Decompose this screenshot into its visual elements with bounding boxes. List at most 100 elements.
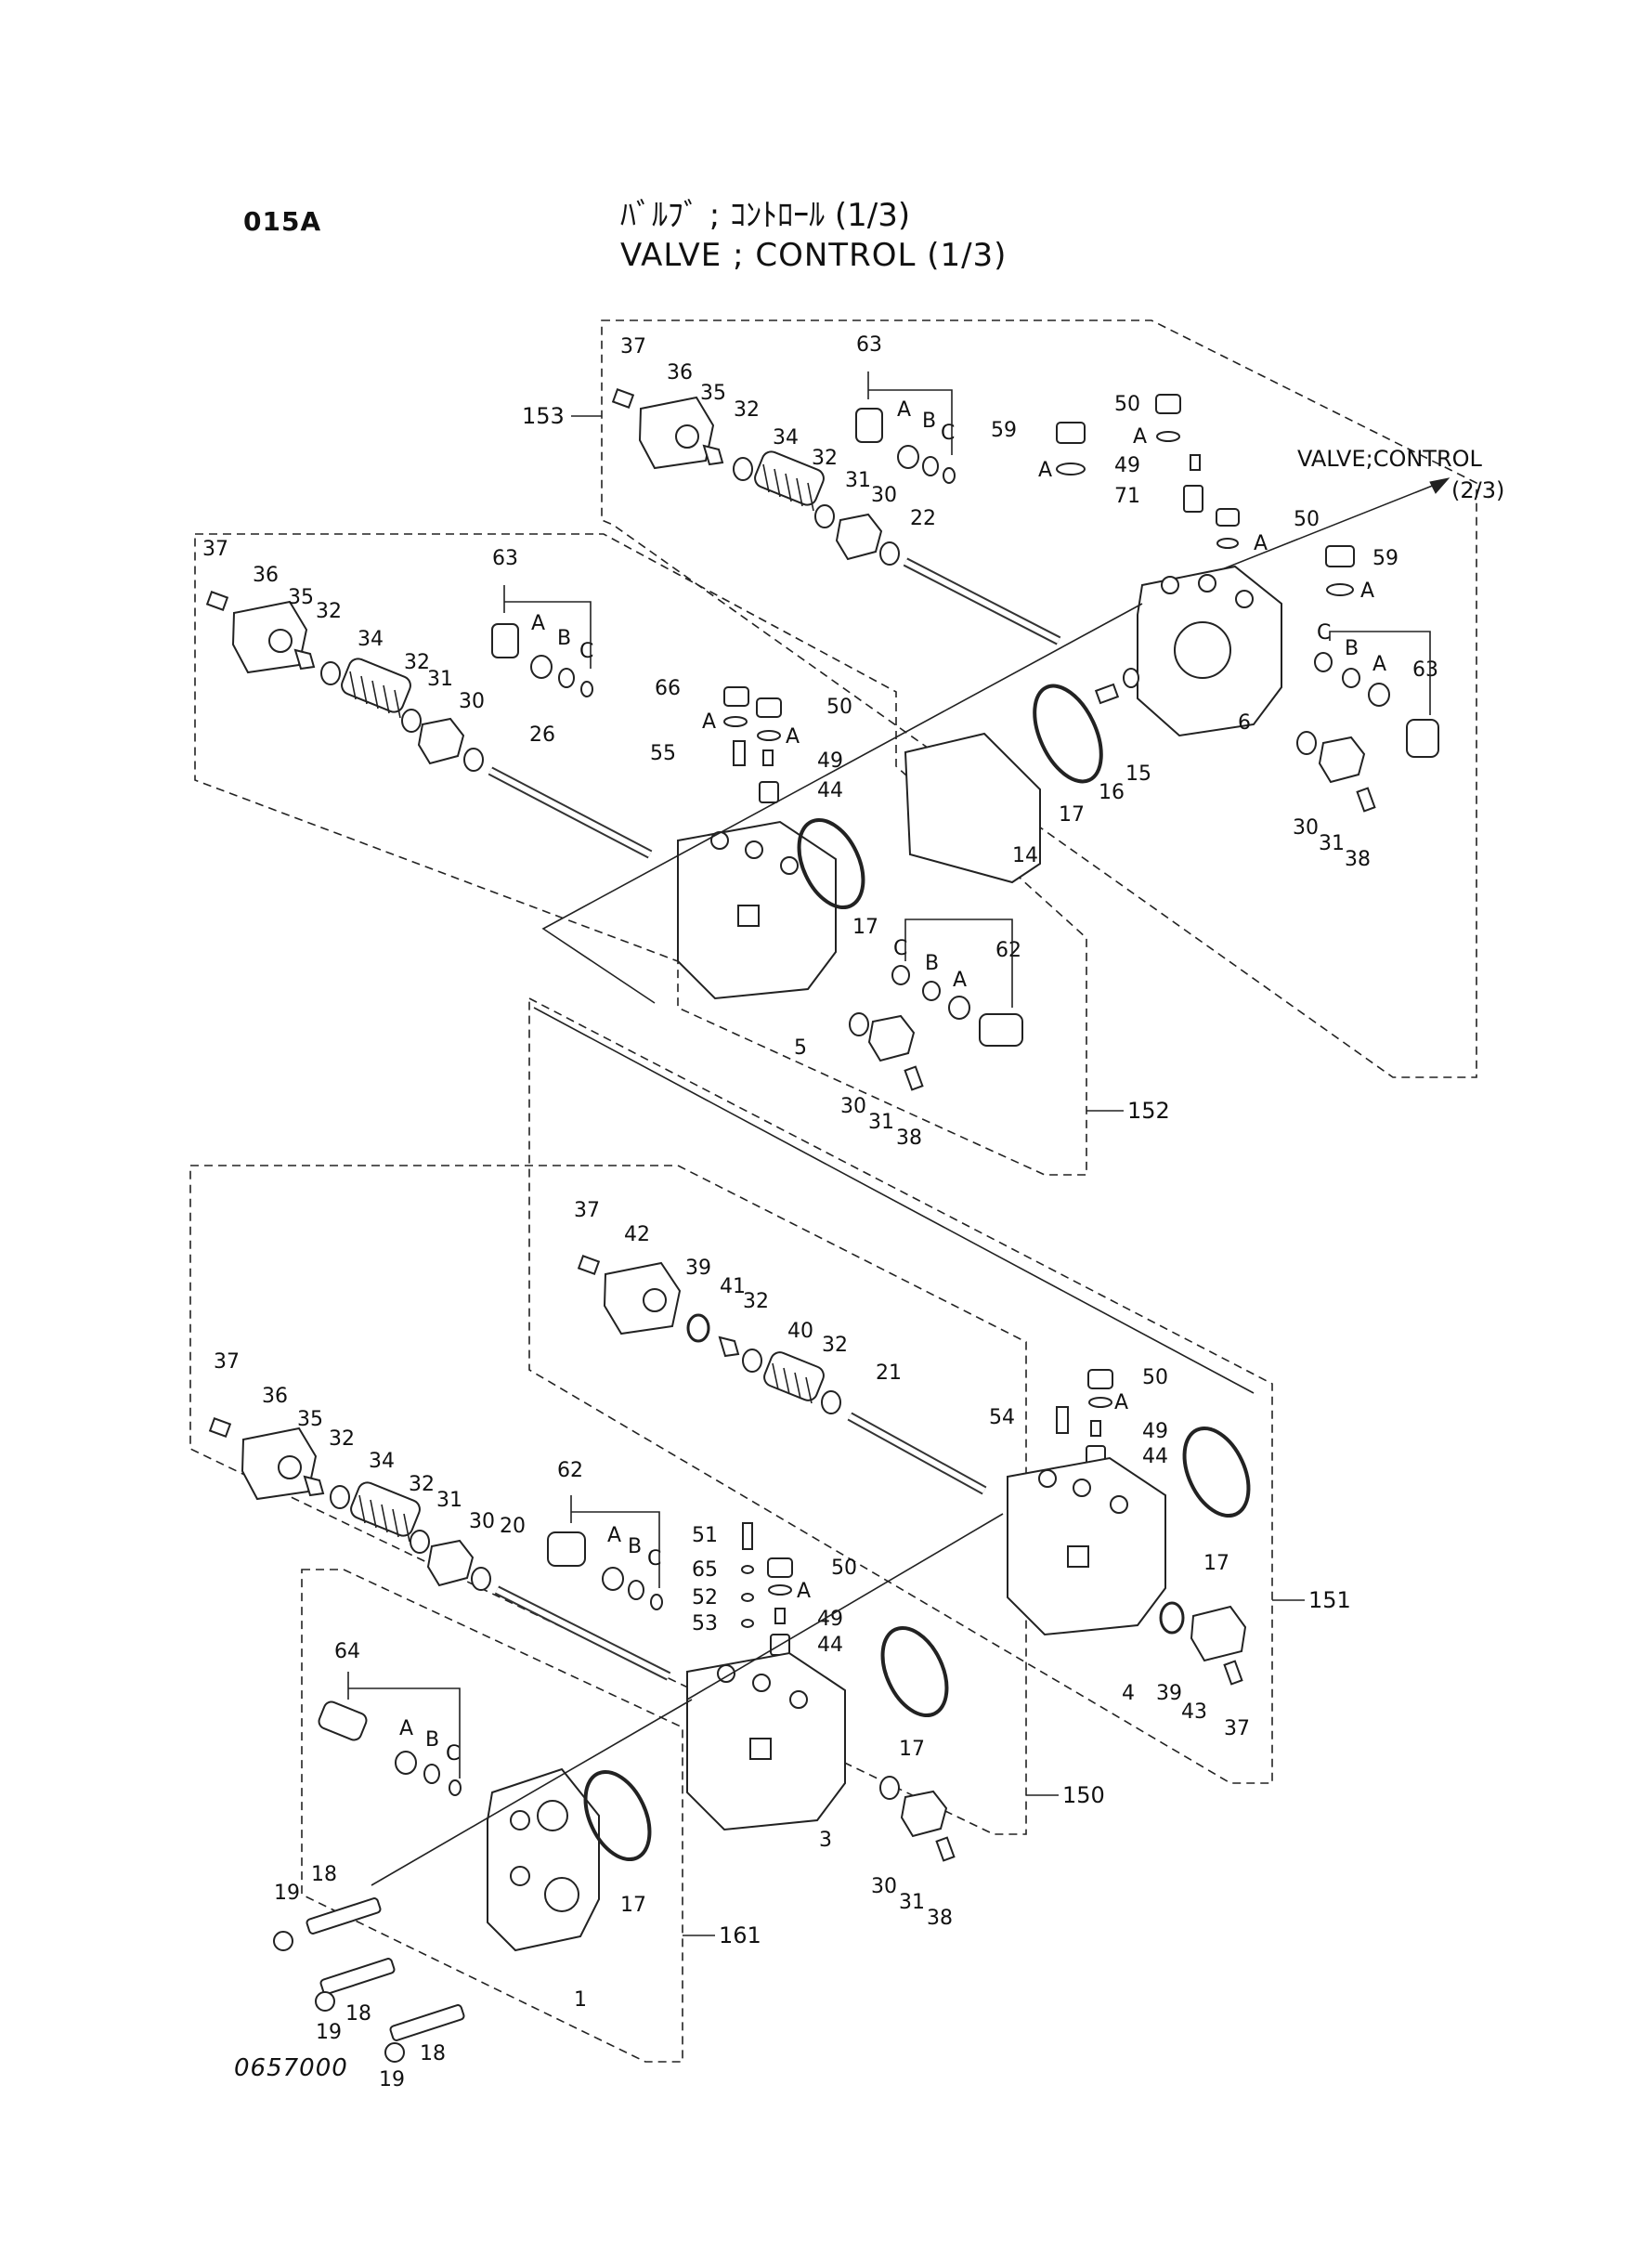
part-19: 19 bbox=[316, 2021, 342, 2044]
spring-icon bbox=[1090, 1420, 1101, 1437]
part-5: 5 bbox=[794, 1036, 807, 1060]
plate-icon bbox=[426, 1539, 475, 1587]
part-43: 43 bbox=[1181, 1700, 1207, 1724]
sub-label-a: A bbox=[531, 612, 545, 635]
cover-icon bbox=[1190, 1605, 1247, 1662]
o-ring-large-icon bbox=[583, 1769, 652, 1862]
group-151-boundary bbox=[528, 997, 1273, 1784]
part-39: 39 bbox=[685, 1257, 711, 1280]
seal-icon bbox=[849, 1012, 869, 1036]
group-152-boundary bbox=[194, 533, 1087, 1176]
o-ring-icon bbox=[922, 981, 941, 1001]
part-18: 18 bbox=[420, 2042, 446, 2065]
title-japanese: ﾊﾞﾙﾌﾞ ; ｺﾝﾄﾛｰﾙ (1/3) bbox=[620, 197, 911, 234]
bolt-icon bbox=[935, 1836, 956, 1862]
part-15: 15 bbox=[1125, 762, 1151, 786]
spool-icon bbox=[488, 766, 653, 859]
poppet-icon bbox=[1183, 485, 1203, 513]
part-31: 31 bbox=[868, 1111, 894, 1134]
check-valve-icon bbox=[1056, 1406, 1069, 1434]
o-ring-icon bbox=[1342, 668, 1360, 688]
part-6: 6 bbox=[1238, 711, 1251, 735]
o-ring-icon bbox=[741, 1565, 754, 1574]
spring-seat-icon bbox=[821, 1390, 841, 1414]
part-32: 32 bbox=[812, 447, 838, 470]
sub-label-c: C bbox=[941, 422, 955, 445]
seal-icon bbox=[1296, 731, 1317, 755]
part-37: 37 bbox=[1224, 1717, 1250, 1740]
seal-icon bbox=[471, 1567, 491, 1591]
o-ring-icon bbox=[741, 1593, 754, 1602]
o-ring-icon bbox=[948, 996, 970, 1020]
part-17: 17 bbox=[620, 1894, 646, 1917]
spring-icon bbox=[774, 1608, 786, 1624]
sub-label-a: A bbox=[1360, 580, 1374, 603]
part-32: 32 bbox=[404, 651, 430, 674]
relief-valve-icon bbox=[979, 1013, 1023, 1047]
group-label-161: 161 bbox=[719, 1922, 761, 1948]
part-63: 63 bbox=[1412, 658, 1438, 682]
relief-valve-icon bbox=[855, 408, 956, 484]
sub-label-a: A bbox=[897, 398, 911, 422]
seal-icon bbox=[879, 1776, 900, 1800]
seat-icon bbox=[293, 648, 316, 671]
part-30: 30 bbox=[459, 690, 485, 713]
o-ring-large-icon bbox=[1182, 1426, 1251, 1518]
group-label-151: 151 bbox=[1308, 1587, 1351, 1613]
part-14: 14 bbox=[1012, 844, 1038, 867]
plate-icon bbox=[900, 1790, 948, 1838]
group-label-153: 153 bbox=[522, 403, 565, 429]
part-49: 49 bbox=[1114, 454, 1140, 477]
part-59: 59 bbox=[1372, 547, 1398, 570]
part-35: 35 bbox=[700, 382, 726, 405]
o-ring-icon bbox=[1314, 652, 1333, 672]
part-31: 31 bbox=[899, 1891, 925, 1914]
part-31: 31 bbox=[436, 1489, 462, 1512]
diagram-header: 015A ﾊﾞﾙﾌﾞ ; ｺﾝﾄﾛｰﾙ (1/3) VALVE ; CONTRO… bbox=[0, 0, 1652, 297]
part-36: 36 bbox=[262, 1385, 288, 1408]
o-ring-icon bbox=[723, 716, 748, 727]
screw-icon bbox=[742, 1522, 753, 1550]
part-38: 38 bbox=[896, 1127, 922, 1150]
part-49: 49 bbox=[817, 1608, 843, 1631]
sub-label-c: C bbox=[893, 937, 907, 960]
part-53: 53 bbox=[692, 1612, 718, 1635]
sub-label-b: B bbox=[922, 410, 936, 433]
relief-valve-icon bbox=[491, 623, 593, 697]
sub-label-a: A bbox=[399, 1717, 413, 1740]
part-52: 52 bbox=[692, 1586, 718, 1609]
part-21: 21 bbox=[876, 1362, 902, 1385]
part-32: 32 bbox=[316, 600, 342, 623]
plug-icon bbox=[1155, 394, 1181, 414]
part-64: 64 bbox=[334, 1640, 360, 1663]
spring-icon bbox=[341, 658, 411, 719]
sub-label-a: A bbox=[797, 1580, 811, 1603]
relief-valve-icon bbox=[1406, 719, 1439, 758]
o-ring-icon bbox=[686, 1313, 710, 1343]
part-18: 18 bbox=[345, 2002, 371, 2026]
part-32: 32 bbox=[409, 1473, 435, 1496]
group-153-boundary bbox=[601, 319, 1477, 1078]
plate-icon bbox=[835, 513, 883, 561]
o-ring-large-icon bbox=[880, 1625, 949, 1718]
plate-icon bbox=[417, 717, 465, 765]
part-26: 26 bbox=[529, 723, 555, 747]
spring-seat-icon bbox=[401, 709, 422, 733]
title-english: VALVE ; CONTROL (1/3) bbox=[620, 237, 1008, 274]
o-ring-icon bbox=[1156, 431, 1180, 442]
valve-housing-icon bbox=[1007, 1456, 1166, 1636]
o-ring-icon bbox=[1326, 583, 1354, 596]
part-32: 32 bbox=[822, 1334, 848, 1357]
spool-cap-icon bbox=[603, 1261, 682, 1335]
seat-icon bbox=[718, 1335, 740, 1358]
group-label-150: 150 bbox=[1062, 1782, 1105, 1808]
sub-label-b: B bbox=[925, 952, 939, 975]
part-32: 32 bbox=[743, 1290, 769, 1313]
part-37: 37 bbox=[214, 1350, 240, 1374]
o-ring-icon bbox=[741, 1619, 754, 1628]
valve-housing-icon bbox=[677, 820, 837, 1000]
spring-seat-icon bbox=[410, 1530, 430, 1554]
part-36: 36 bbox=[253, 564, 279, 587]
o-ring-icon bbox=[1088, 1397, 1112, 1408]
sub-label-b: B bbox=[425, 1728, 439, 1752]
